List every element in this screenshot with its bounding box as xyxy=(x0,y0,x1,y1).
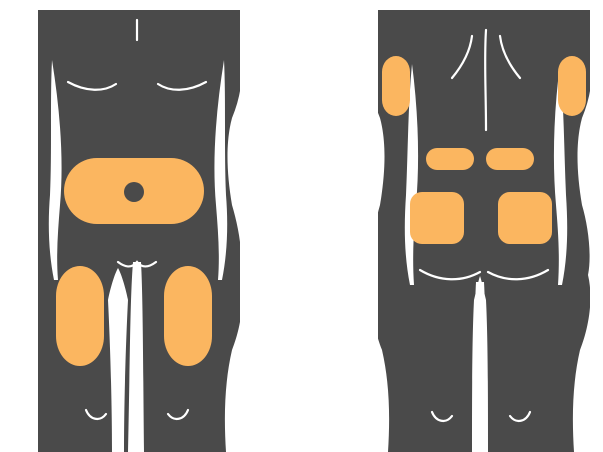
back-spine-line xyxy=(485,30,486,130)
front-left-thigh-site xyxy=(56,266,104,366)
back-left-upper-arm-site xyxy=(382,56,410,116)
front-view-figure xyxy=(0,0,270,452)
back-left-margin xyxy=(365,0,378,452)
back-right-buttock-site xyxy=(498,192,552,244)
back-right-upper-arm-site xyxy=(558,56,586,116)
navel-icon xyxy=(124,182,144,202)
back-left-buttock-site xyxy=(410,192,464,244)
back-right-upper-buttock-site xyxy=(486,148,534,170)
back-view-figure xyxy=(365,0,603,452)
back-left-upper-buttock-site xyxy=(426,148,474,170)
front-right-margin xyxy=(240,0,270,452)
back-right-margin xyxy=(590,0,603,452)
back-leg-gap xyxy=(474,282,486,452)
front-left-margin xyxy=(0,0,38,452)
front-right-thigh-site xyxy=(164,266,212,366)
